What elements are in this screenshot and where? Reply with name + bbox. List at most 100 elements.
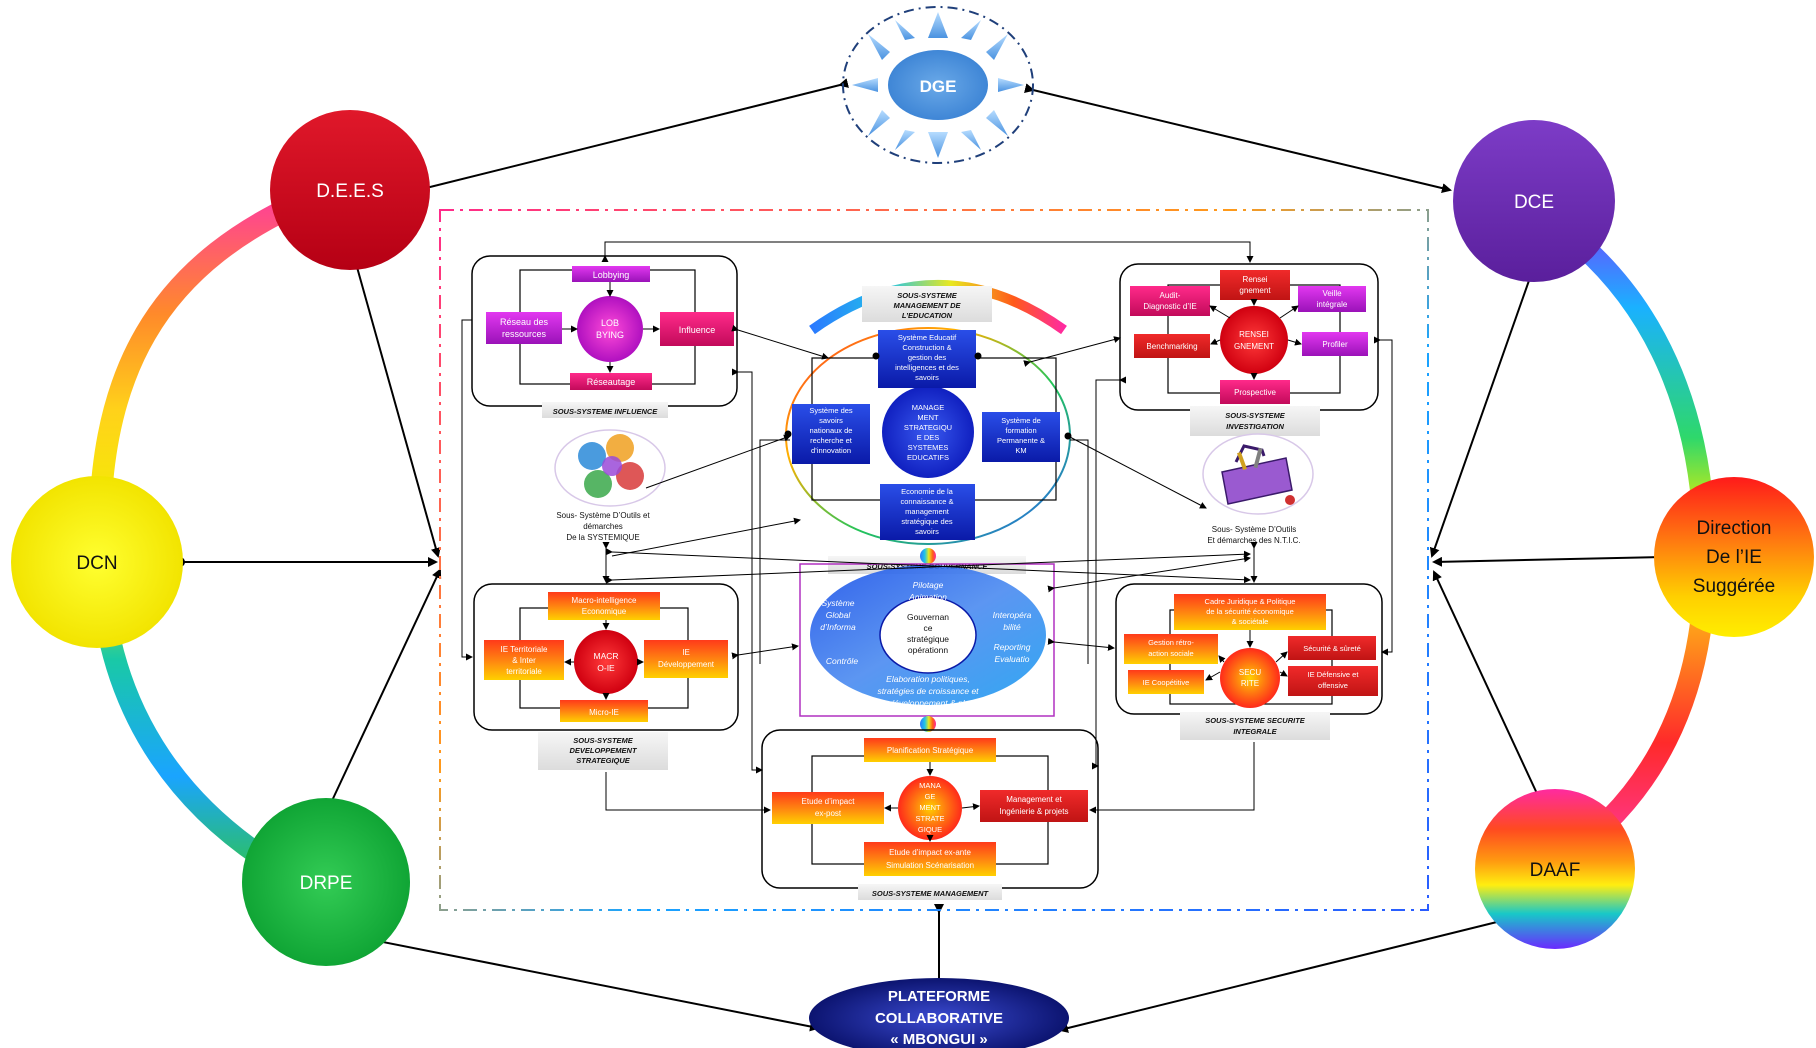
- drpe-node[interactable]: DRPE: [242, 798, 410, 966]
- education-caption-3: L’EDUCATION: [902, 311, 953, 320]
- macro-ie-hub: [574, 630, 638, 694]
- dev-hub-2: O-IE: [597, 663, 615, 673]
- dge-core: [888, 50, 988, 120]
- coopetitive-box: [1128, 670, 1204, 694]
- systemique-text-1: Sous- Système D’Outils et: [556, 511, 650, 520]
- gouvernance-hub: [879, 596, 977, 674]
- sun-rays-icon: [852, 12, 1024, 158]
- securite-caption-bg: [1180, 712, 1330, 740]
- veille-text-2: intégrale: [1317, 300, 1348, 309]
- reseau-box: [486, 312, 562, 344]
- influence-caption-bg: [542, 402, 668, 418]
- outer-connectors: [180, 78, 1666, 1033]
- reporting-text-1: Reporting: [994, 642, 1031, 652]
- influence-text: Influence: [679, 325, 716, 335]
- prospective-box: [1220, 380, 1290, 404]
- reseau-text-2: ressources: [502, 329, 547, 339]
- dir-center-arrow: [1432, 556, 1666, 567]
- edu-bottom-4: stratégique des: [901, 517, 953, 526]
- investigation-caption-2: INVESTIGATION: [1226, 422, 1284, 431]
- ingenierie-text-1: Management et: [1006, 795, 1062, 804]
- territoriale-text-3: territoriale: [506, 667, 542, 676]
- management-subsystem: MANA GE MENT STRATE GIQUE Planification …: [761, 716, 1099, 900]
- territoriale-box: [484, 640, 564, 680]
- systemique-tool: Sous- Système D’Outils et démarches De l…: [554, 429, 666, 542]
- dce-label: DCE: [1514, 192, 1554, 213]
- education-hub-4: E DES: [917, 433, 940, 442]
- management-caption-bg: [858, 884, 1002, 900]
- coopetitive-text: IE Coopétitive: [1143, 678, 1190, 687]
- edu-right-4: KM: [1015, 446, 1026, 455]
- micro-box: [560, 700, 648, 722]
- benchmarking-text: Benchmarking: [1146, 342, 1197, 351]
- sgi-text-1: Système: [821, 598, 854, 608]
- securite-caption-2: INTEGRALE: [1233, 727, 1277, 736]
- renseignement-hub: [1220, 306, 1288, 374]
- defensive-text-1: IE Défensive et: [1308, 670, 1360, 679]
- gestion-text-1: Gestion rétro-: [1148, 638, 1194, 647]
- exante-box: [864, 842, 996, 876]
- influence-box: [660, 312, 734, 346]
- education-hub-5: SYSTEMES: [908, 443, 949, 452]
- edu-right-2: formation: [1005, 426, 1036, 435]
- securite-hub-1: SECU: [1239, 668, 1261, 677]
- education-arc: [809, 280, 1067, 335]
- edu-right-box: [982, 412, 1060, 462]
- renseignement-box: [1220, 270, 1290, 300]
- investigation-hub-1: RENSEI: [1239, 330, 1269, 339]
- dge-label: DGE: [920, 77, 957, 96]
- investigation-subsystem: RENSEI GNEMENT Rensei gnement Audit- Dia…: [1119, 263, 1379, 436]
- daaf-node[interactable]: DAAF: [1475, 789, 1635, 949]
- plateforme-label-2: COLLABORATIVE: [875, 1010, 1003, 1027]
- micro-text: Micro-IE: [589, 708, 619, 717]
- direction-ie-node[interactable]: Direction De l’IE Suggérée: [1654, 477, 1814, 637]
- edu-left-box: [792, 404, 870, 464]
- edu-bottom-3: management: [905, 507, 950, 516]
- controle-text: Contrôle: [826, 656, 858, 666]
- systemique-text-2: démarches: [583, 522, 623, 531]
- edu-left-5: d’innovation: [811, 446, 851, 455]
- audit-text-2: Diagnostic d’IE: [1143, 302, 1196, 311]
- toolbox-icon: [1221, 444, 1295, 505]
- interop-text-1: Interopéra: [993, 610, 1032, 620]
- edu-bottom-1: Economie de la: [901, 487, 954, 496]
- direction-ie-label-2: De l’IE: [1706, 547, 1762, 568]
- dge-node[interactable]: DGE: [842, 6, 1034, 164]
- edu-bottom-2: connaissance &: [901, 497, 954, 506]
- securite-caption-1: SOUS-SYSTEME SECURITE: [1205, 716, 1306, 725]
- lobbying-hub: [577, 296, 643, 362]
- cadre-text-3: & sociétale: [1232, 617, 1269, 626]
- audit-box: [1130, 286, 1210, 316]
- ie-dev-text-2: Développement: [658, 660, 715, 669]
- plateforme-node[interactable]: PLATEFORME COLLABORATIVE « MBONGUI »: [809, 978, 1069, 1048]
- prospective-text: Prospective: [1234, 388, 1276, 397]
- influence-hub-2: BYING: [596, 330, 624, 340]
- dge-dce-arrow: [1024, 83, 1452, 193]
- direction-ie-label-3: Suggérée: [1693, 576, 1775, 597]
- veille-box: [1298, 286, 1366, 312]
- dees-node[interactable]: D.E.E.S: [270, 110, 430, 270]
- dce-node[interactable]: DCE: [1453, 120, 1615, 282]
- dev-caption-2: DEVELOPPEMENT: [569, 746, 638, 755]
- dcn-node[interactable]: DCN: [11, 476, 183, 648]
- edu-left-1: Système des: [809, 406, 853, 415]
- audit-text-1: Audit-: [1160, 291, 1181, 300]
- dees-center-arrow: [354, 259, 441, 558]
- defensive-box: [1288, 666, 1378, 696]
- plateforme-label-3: « MBONGUI »: [890, 1031, 988, 1048]
- exante-text-1: Etude d’impact ex-ante: [889, 848, 971, 857]
- sgi-text-3: d’Informa: [820, 622, 856, 632]
- edu-top-4: intelligences et des: [895, 363, 959, 372]
- planification-box: [864, 738, 996, 762]
- investigation-hub-2: GNEMENT: [1234, 342, 1274, 351]
- influence-caption: SOUS-SYSTEME INFLUENCE: [553, 407, 659, 416]
- gouvernance-subsystem: SOUS-SYSTEME GOUVERNANCE Gouvernan ce st…: [799, 548, 1055, 717]
- investigation-caption-bg: [1190, 406, 1320, 436]
- education-subsystem: SOUS-SYSTEME MANAGEMENT DE L’EDUCATION M…: [784, 280, 1072, 545]
- ingenierie-text-2: Ingénierie & projets: [1000, 807, 1069, 816]
- cadre-text-1: Cadre Juridique & Politique: [1205, 597, 1296, 606]
- benchmarking-box: [1134, 334, 1210, 358]
- internal-connectors: [461, 241, 1393, 814]
- renseignement-text-1: Rensei: [1243, 275, 1268, 284]
